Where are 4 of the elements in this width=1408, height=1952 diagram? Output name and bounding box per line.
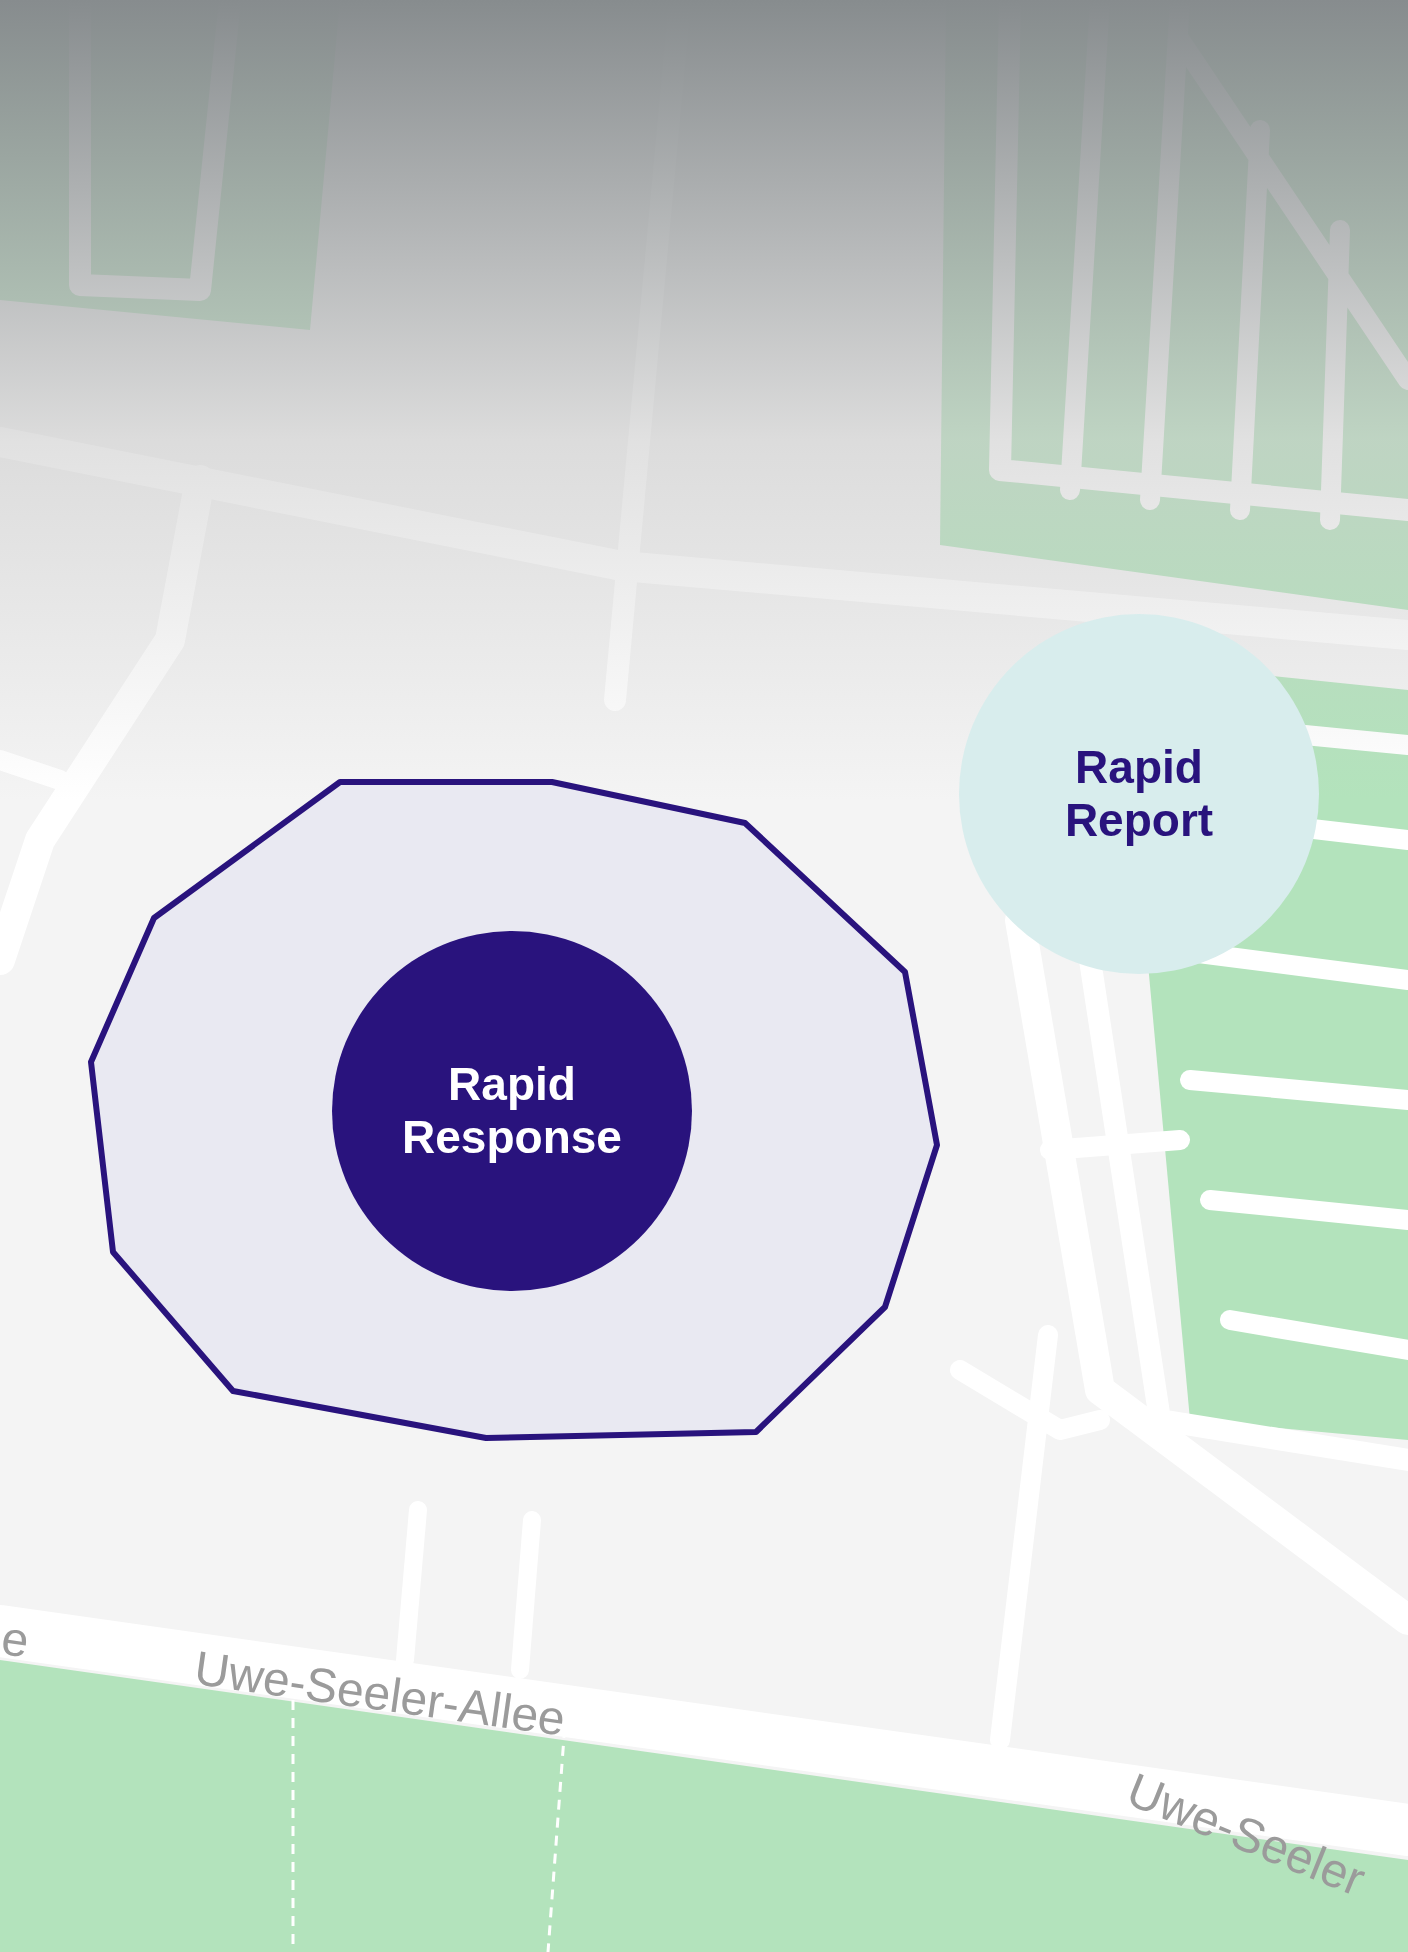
node-label: Rapid Response xyxy=(401,1058,623,1164)
node-label: Rapid Report xyxy=(1063,741,1215,847)
coverage-zone-polygon xyxy=(91,782,937,1438)
street-name: e xyxy=(0,1610,33,1669)
